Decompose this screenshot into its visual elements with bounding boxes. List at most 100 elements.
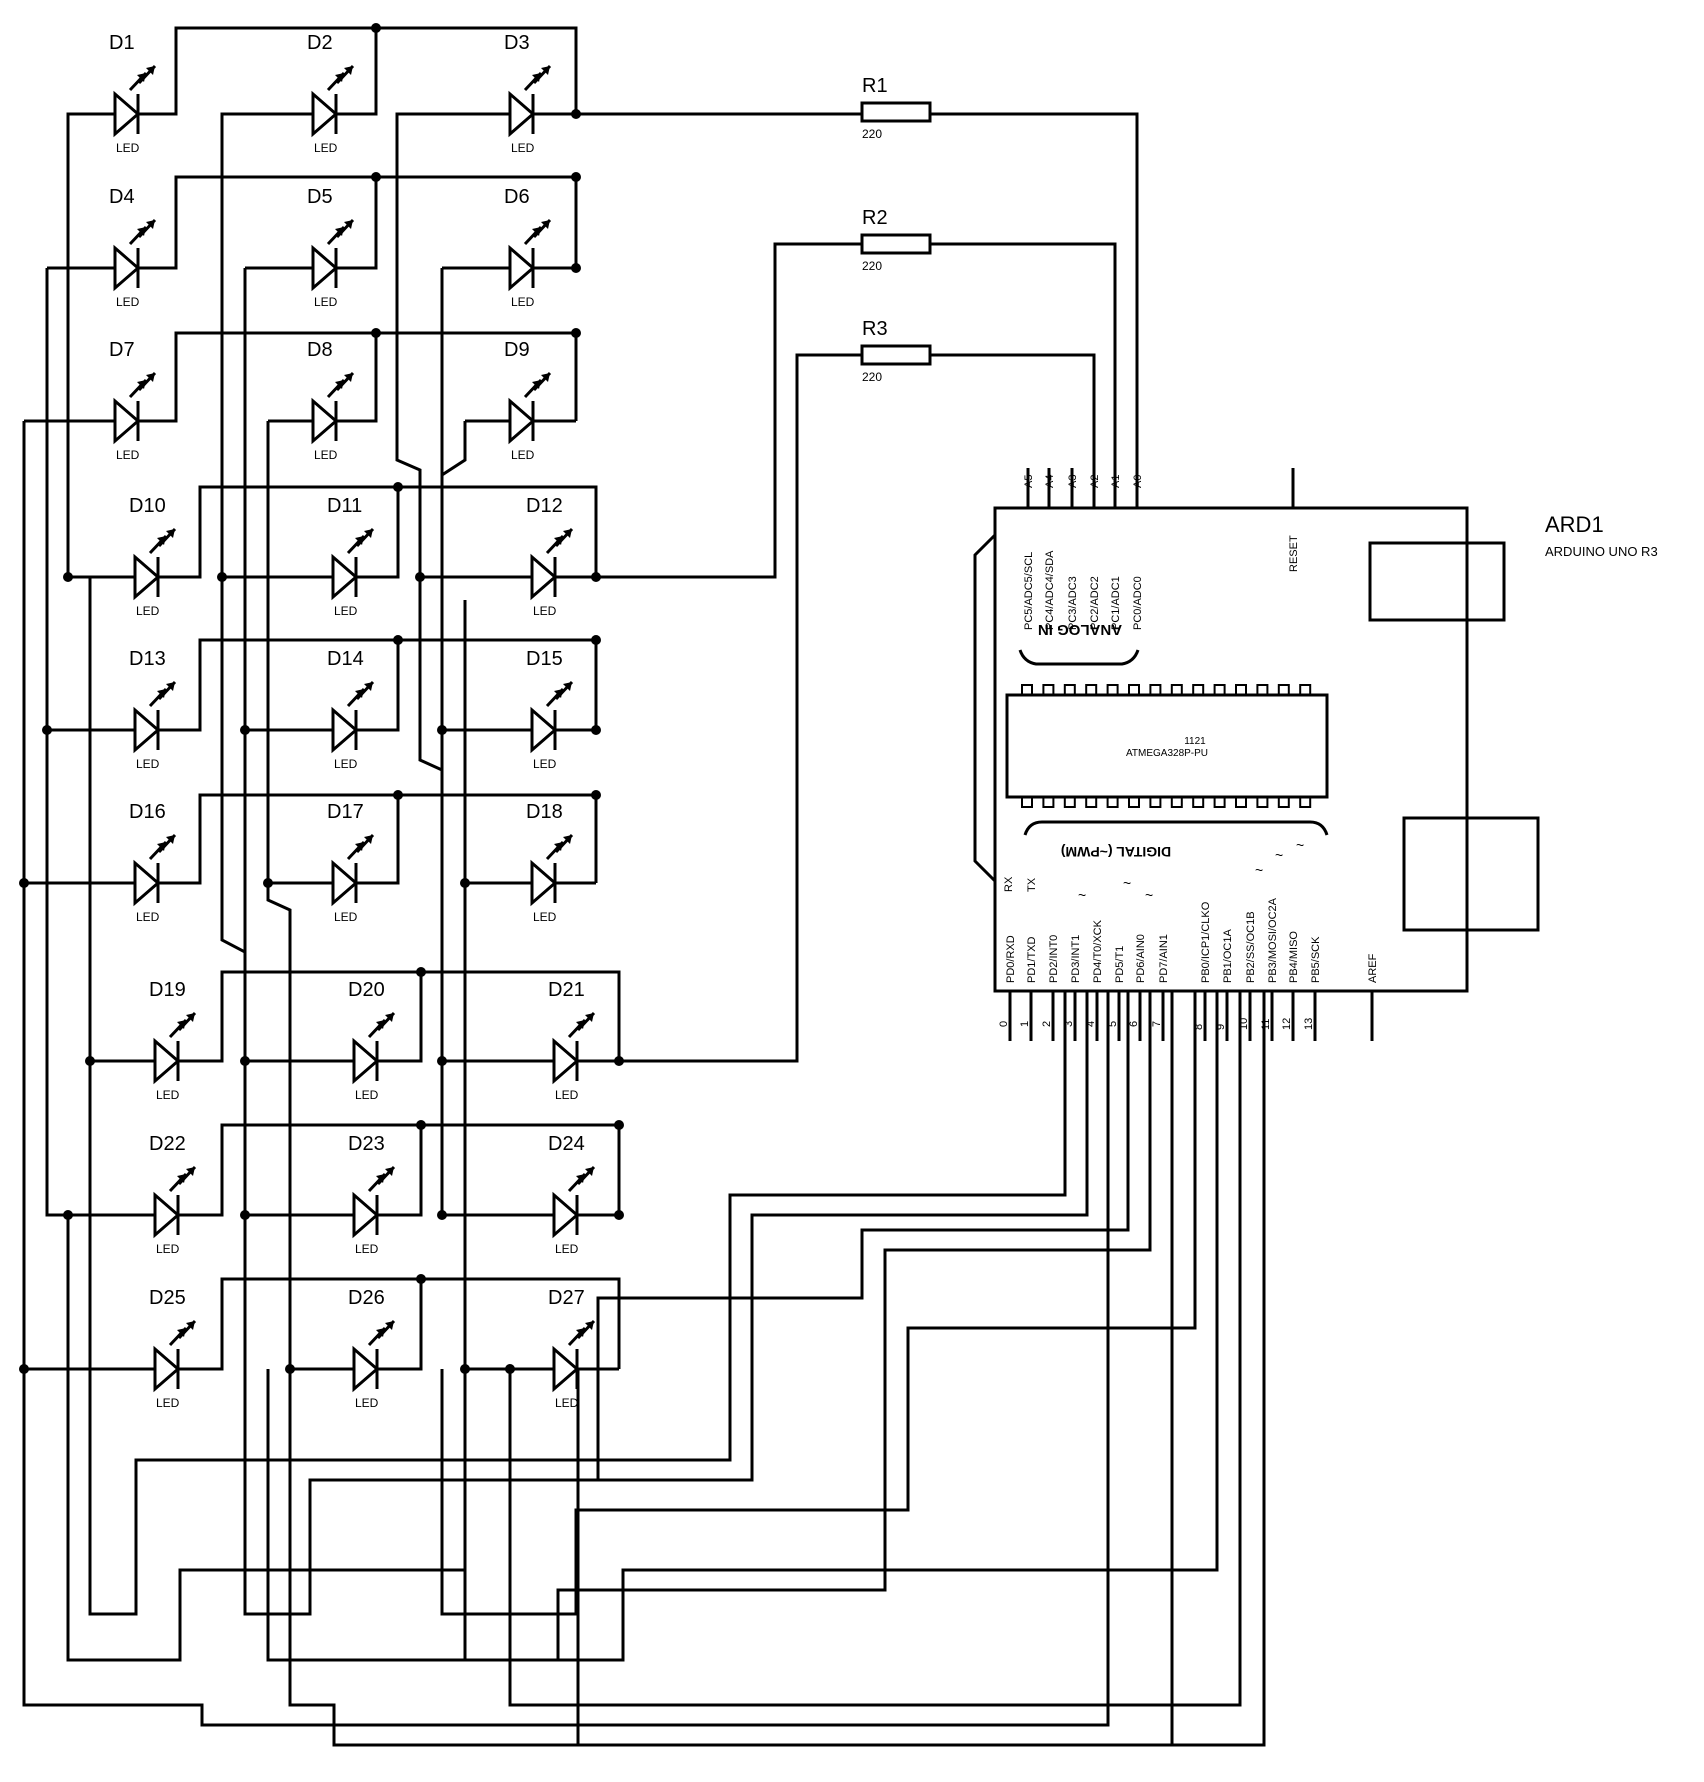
digital-pin-name: PB0/ICP1/CLKO (1200, 901, 1212, 983)
rx-label: RX (1003, 876, 1015, 892)
resistor-r1: R1 220 (860, 75, 932, 141)
led-label: D8 (307, 339, 333, 361)
aref-label: AREF (1367, 953, 1379, 983)
led-type: LED (511, 141, 535, 155)
led-label: D24 (548, 1133, 585, 1155)
led-type: LED (136, 757, 160, 771)
resistor-group: R1 220 R2 220 R3 220 (860, 75, 932, 384)
analog-pin-name: PC3/ADC3 (1067, 576, 1079, 630)
led-type: LED (156, 1396, 180, 1410)
led-type: LED (533, 604, 557, 618)
digital-pin-name: PD0/RXD (1005, 935, 1017, 983)
led-type: LED (355, 1088, 379, 1102)
resistor-r3: R3 220 (860, 318, 932, 384)
digital-pin-number: 7 (1151, 1021, 1163, 1027)
analog-pin-name: PC2/ADC2 (1089, 576, 1101, 630)
analog-in-label: ANALOG IN (1038, 621, 1122, 638)
digital-pin-name: PB1/OC1A (1222, 929, 1234, 983)
led-type: LED (314, 141, 338, 155)
led-label: D9 (504, 339, 530, 361)
digital-pin-name: PB3/MOSI/OC2A (1267, 897, 1279, 983)
led-type: LED (334, 757, 358, 771)
led-label: D3 (504, 32, 530, 54)
digital-pin-name: PD3/INT1 (1070, 935, 1082, 983)
analog-pin-name: PC1/ADC1 (1110, 576, 1122, 630)
led-type: LED (314, 295, 338, 309)
digital-pin-number: 0 (998, 1021, 1010, 1027)
digital-pin-number: 8 (1193, 1024, 1205, 1030)
junction-dots (19, 23, 624, 1374)
led-type: LED (136, 604, 160, 618)
led-label: D21 (548, 979, 585, 1001)
reset-label: RESET (1288, 535, 1300, 572)
digital-pin-name: PD1/TXD (1026, 936, 1038, 983)
resistor-value: 220 (862, 370, 882, 384)
analog-pin-name: PC0/ADC0 (1132, 576, 1144, 630)
led-label: D18 (526, 801, 563, 823)
led-label: D2 (307, 32, 333, 54)
led-label: D1 (109, 32, 135, 54)
led-type: LED (116, 295, 140, 309)
analog-pin-number: A5 (1023, 475, 1035, 488)
digital-pin-number: 6 (1128, 1021, 1140, 1027)
analog-pin-number: A4 (1044, 475, 1056, 488)
digital-pin-number: 1 (1019, 1021, 1031, 1027)
led-type: LED (116, 448, 140, 462)
analog-pin-name: PC4/ADC4/SDA (1044, 550, 1056, 630)
led-label: D17 (327, 801, 364, 823)
pwm-tilde: ~ (1078, 887, 1086, 903)
led-label: D13 (129, 648, 166, 670)
led-label: D11 (327, 495, 362, 517)
wiring (22, 26, 1374, 1747)
digital-pin-name: PD2/INT0 (1048, 935, 1060, 983)
led-label: D16 (129, 801, 166, 823)
pwm-tilde: ~ (1296, 837, 1304, 853)
arduino-board: 1121 ATMEGA328P-PU ANALOG IN DIGITAL (~P… (973, 468, 1658, 1041)
resistor-r2: R2 220 (860, 207, 932, 273)
resistor-label: R3 (862, 318, 888, 340)
led-label: D7 (109, 339, 135, 361)
analog-pin-name: PC5/ADC5/SCL (1023, 552, 1035, 630)
led-type: LED (116, 141, 140, 155)
led-type: LED (314, 448, 338, 462)
digital-pin-number: 10 (1238, 1018, 1250, 1030)
pwm-tilde: ~ (1275, 847, 1283, 863)
digital-pin-number: 5 (1107, 1021, 1119, 1027)
analog-pin-number: A1 (1110, 475, 1122, 488)
analog-pin-number: A0 (1132, 475, 1144, 488)
led-label: D10 (129, 495, 166, 517)
led-type: LED (555, 1088, 579, 1102)
digital-pin-number: 4 (1085, 1021, 1097, 1027)
led-label: D19 (149, 979, 186, 1001)
led-type: LED (511, 295, 535, 309)
led-label: D22 (149, 1133, 186, 1155)
digital-pin-number: 9 (1215, 1024, 1227, 1030)
led-type: LED (334, 604, 358, 618)
led-label: D20 (348, 979, 385, 1001)
led-type: LED (511, 448, 535, 462)
led-label: D26 (348, 1287, 385, 1309)
led-type: LED (555, 1242, 579, 1256)
digital-pin-number: 11 (1260, 1019, 1272, 1030)
led-label: D15 (526, 648, 563, 670)
analog-pin-number: A3 (1067, 475, 1079, 488)
digital-pin-number: 3 (1063, 1021, 1075, 1027)
digital-pin-name: PD6/AIN0 (1135, 934, 1147, 983)
led-label: D14 (327, 648, 364, 670)
tx-label: TX (1026, 877, 1038, 892)
